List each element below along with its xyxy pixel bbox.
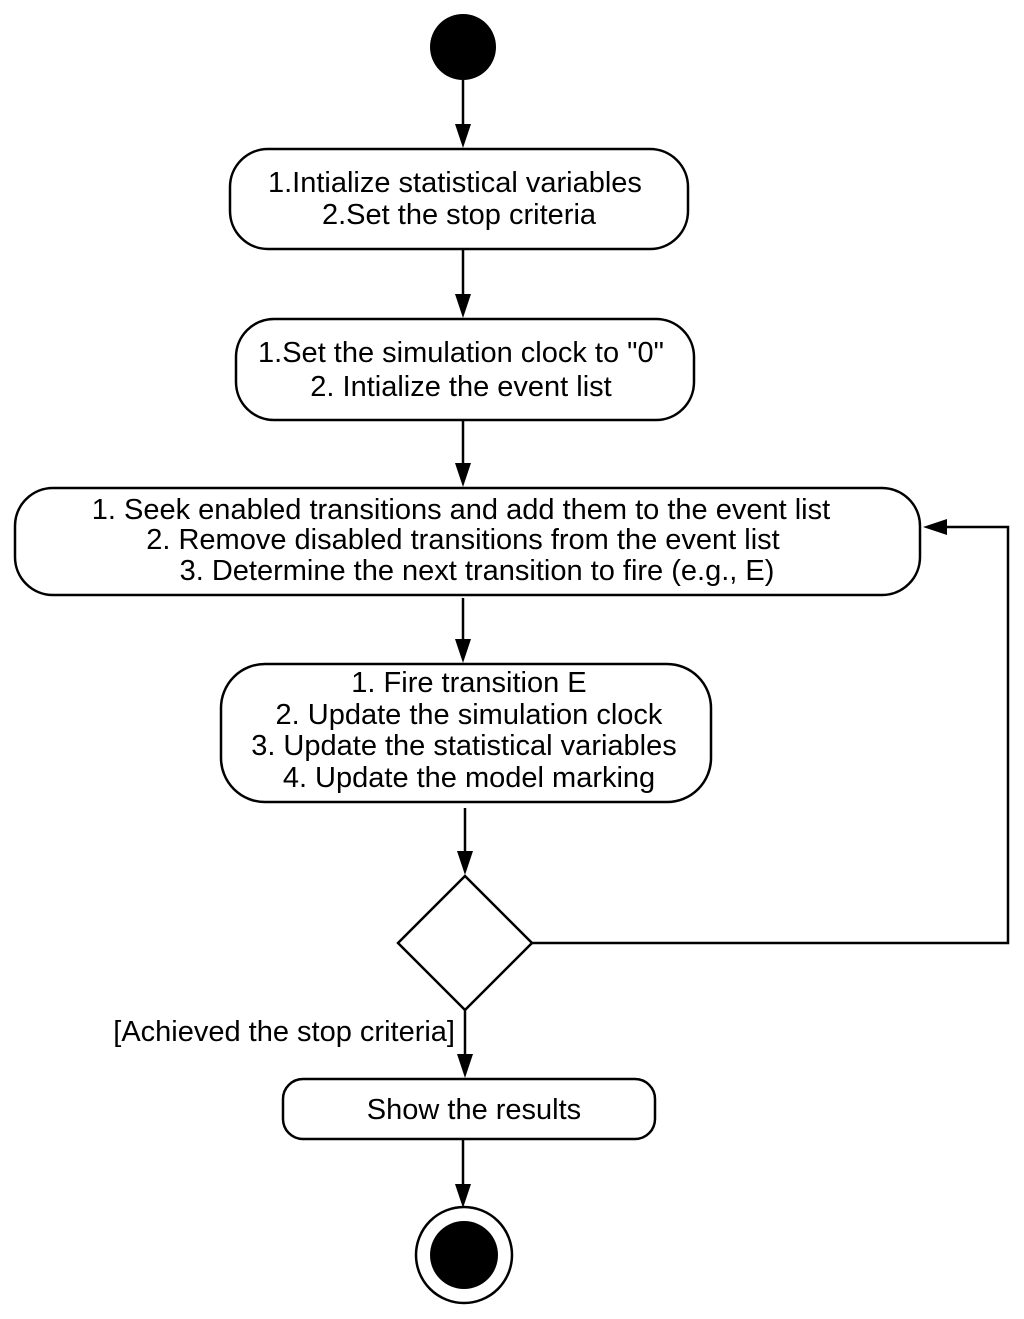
edge-loop-back-to-seek (532, 519, 1010, 945)
action-initialize-line-2: 2.Set the stop criteria (322, 199, 597, 231)
action-show-results: Show the results (281, 1077, 657, 1141)
edge-init-to-clock (455, 250, 471, 318)
decision-node (396, 874, 534, 1012)
action-set-clock-line-1: 1.Set the simulation clock to "0" (258, 337, 664, 369)
svg-text:1.Set the simulation clock to: 1.Set the simulation clock to "0" 2. Int… (258, 337, 672, 403)
start-node (430, 14, 496, 80)
action-seek-transitions: 1. Seek enabled transitions and add them… (13, 486, 922, 597)
action-fire-line-4: 4. Update the model marking (283, 762, 655, 794)
edge-start-to-init (455, 80, 471, 148)
guard-stop-criteria-label: [Achieved the stop criteria] (113, 1016, 455, 1048)
action-set-clock-line-2: 2. Intialize the event list (310, 371, 611, 403)
action-set-clock: 1.Set the simulation clock to "0" 2. Int… (234, 317, 696, 422)
svg-text:1. Seek enabled transitions an: 1. Seek enabled transitions and add them… (92, 494, 838, 587)
svg-text:1.Intialize statistical variab: 1.Intialize statistical variables 2.Set … (268, 167, 650, 231)
action-fire-line-1: 1. Fire transition E (351, 667, 586, 699)
action-seek-line-2: 2. Remove disabled transitions from the … (146, 524, 779, 556)
action-show-results-label: Show the results (367, 1094, 581, 1126)
edge-seek-to-fire (455, 598, 471, 663)
action-seek-line-1: 1. Seek enabled transitions and add them… (92, 494, 830, 526)
action-seek-line-3: 3. Determine the next transition to fire… (180, 555, 775, 587)
edge-results-to-end (455, 1140, 471, 1208)
action-initialize: 1.Intialize statistical variables 2.Set … (228, 147, 690, 251)
action-initialize-line-1: 1.Intialize statistical variables (268, 167, 642, 199)
edge-decision-to-results (457, 1010, 473, 1078)
end-node (414, 1205, 514, 1305)
action-fire-line-3: 3. Update the statistical variables (251, 730, 677, 762)
action-fire-line-2: 2. Update the simulation clock (276, 699, 663, 731)
edge-fire-to-decision (457, 808, 473, 875)
action-fire-transition: 1. Fire transition E 2. Update the simul… (219, 662, 713, 804)
svg-text:1. Fire transition E 2.: 1. Fire transition E 2. Update the simul… (251, 667, 685, 794)
edge-clock-to-seek (455, 421, 471, 487)
